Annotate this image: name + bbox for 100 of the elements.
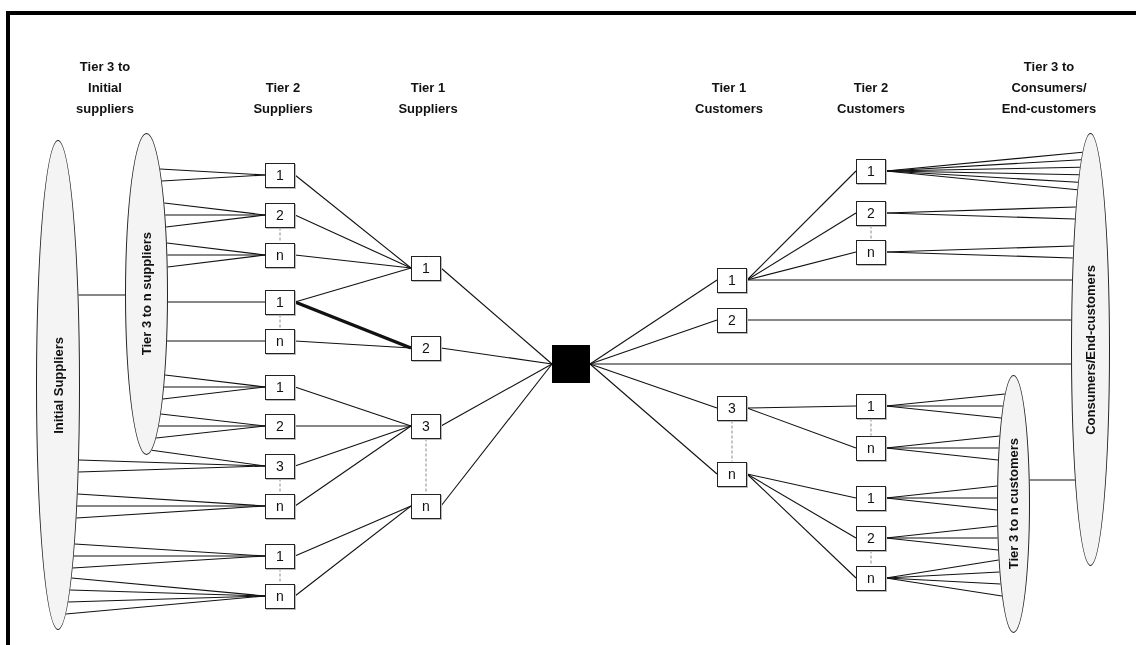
connector-line (294, 505, 412, 557)
connector-line (440, 363, 553, 427)
connector-line (1029, 479, 1076, 481)
connector-line (158, 425, 266, 427)
connector-line (746, 212, 857, 281)
connector-line (589, 319, 718, 365)
tier-box: 1 (856, 485, 886, 511)
connector-line (163, 386, 266, 388)
connector-line (885, 405, 1004, 407)
connector-line (279, 568, 281, 584)
connector-line (885, 447, 999, 461)
connector-line (294, 254, 412, 269)
tier-box: n (265, 242, 295, 268)
column-heading: Tier 2 Suppliers (252, 79, 314, 118)
connector-line (78, 465, 266, 473)
column-heading: Tier 2 Customers (836, 79, 906, 118)
tier-box: 1 (411, 255, 441, 281)
connector-line (294, 340, 412, 349)
column-heading: Tier 1 Customers (694, 79, 764, 118)
connector-line (885, 212, 1076, 220)
connector-line (155, 425, 266, 439)
tier-box: 3 (717, 395, 747, 421)
column-heading: Tier 3 to Consumers/ End-customers (1000, 58, 1098, 118)
connector-line (885, 537, 999, 551)
connector-line (746, 473, 857, 539)
tier-box: 2 (856, 200, 886, 226)
connector-line (162, 386, 266, 400)
tier-box: 2 (717, 307, 747, 333)
connector-line (440, 267, 553, 365)
tier-box: n (265, 493, 295, 519)
connector-line (167, 301, 266, 303)
connector-line (166, 340, 266, 342)
connector-line (885, 577, 1002, 585)
connector-line (65, 595, 266, 615)
connector-line (746, 407, 857, 449)
connector-line (164, 214, 266, 216)
ellipse-label: Tier 3 to n customers (1006, 438, 1021, 570)
connector-line (746, 170, 857, 281)
connector-line (870, 225, 872, 240)
connector-line (440, 363, 553, 507)
connector-line (885, 170, 1078, 191)
connector-line (885, 497, 998, 511)
connector-line (166, 254, 266, 256)
connector-line (589, 363, 1072, 365)
tier-box: n (856, 435, 886, 461)
connector-line (294, 300, 412, 350)
connector-line (589, 363, 718, 475)
connector-line (294, 425, 412, 507)
connector-line (885, 577, 1003, 597)
ellipse-label: Tier 3 to n suppliers (139, 232, 154, 356)
tier-box: 1 (265, 543, 295, 569)
connector-line (67, 595, 266, 603)
connector-line (294, 425, 412, 427)
connector-line (75, 505, 266, 519)
connector-line (294, 386, 412, 427)
connector-line (885, 537, 999, 539)
tier-box: n (265, 328, 295, 354)
connector-line (440, 347, 553, 365)
connector-line (294, 425, 412, 467)
tier-box: 1 (265, 289, 295, 315)
connector-line (731, 420, 733, 462)
tier-box: n (717, 461, 747, 487)
column-heading: Tier 1 Suppliers (397, 79, 459, 118)
tier-box: 1 (856, 393, 886, 419)
tier-box: 3 (411, 413, 441, 439)
connector-line (746, 473, 857, 499)
connector-line (746, 473, 857, 579)
tier-box: 2 (265, 202, 295, 228)
connector-line (279, 314, 281, 329)
tier-box: 2 (856, 525, 886, 551)
tier-box: 1 (265, 374, 295, 400)
connector-line (425, 438, 427, 494)
connector-line (279, 478, 281, 494)
connector-line (294, 174, 412, 269)
tier-box: 3 (265, 453, 295, 479)
tier-box: 2 (411, 335, 441, 361)
connector-line (746, 319, 1072, 321)
connector-line (885, 170, 1079, 183)
connector-line (294, 505, 412, 597)
tier-box: 1 (717, 267, 747, 293)
focal-company-square (552, 345, 590, 383)
connector-line (161, 174, 266, 182)
ellipse-label: Initial Suppliers (50, 336, 66, 434)
tier-box: n (265, 583, 295, 609)
tier-box: n (856, 565, 886, 591)
connector-line (76, 505, 266, 507)
connector-line (72, 555, 266, 569)
connector-line (746, 279, 1073, 281)
group-ellipse (125, 133, 168, 455)
tier-box: 1 (856, 158, 886, 184)
ellipse-label: Consumers/End-customers (1083, 264, 1098, 435)
connector-line (870, 550, 872, 566)
tier-box: 1 (265, 162, 295, 188)
connector-line (279, 227, 281, 243)
connector-line (885, 405, 1002, 419)
connector-line (167, 254, 266, 268)
connector-line (589, 279, 718, 365)
connector-line (746, 405, 857, 409)
connector-line (885, 497, 998, 499)
tier-box: 2 (265, 413, 295, 439)
